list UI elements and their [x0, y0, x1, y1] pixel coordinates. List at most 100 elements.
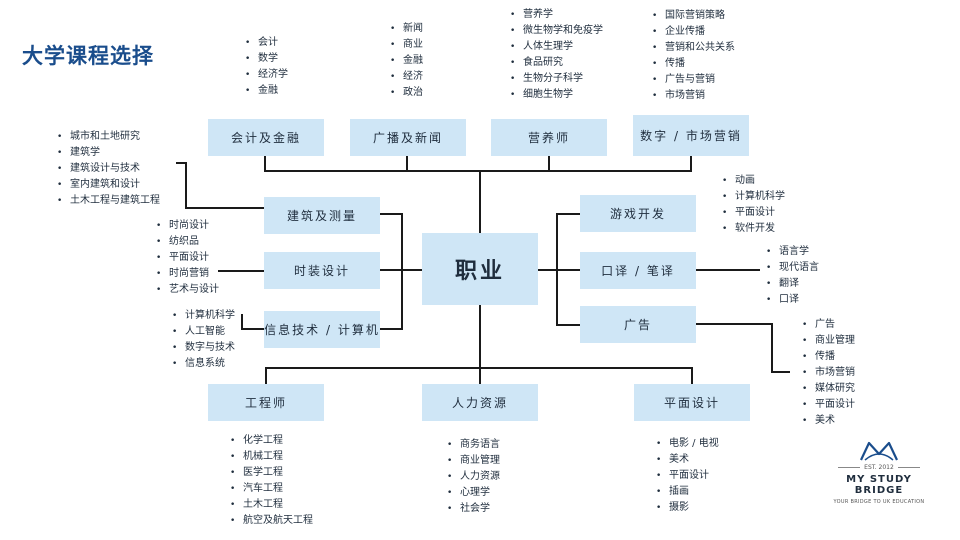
- list-item: 政治: [390, 85, 423, 101]
- box-engineer: 工程师: [208, 384, 324, 421]
- list-item: 微生物学和免疫学: [510, 23, 603, 39]
- list-broadcasting: 新闻商业金融经济政治: [390, 21, 423, 101]
- list-item: 商业管理: [447, 453, 500, 469]
- list-item: 营销和公共关系: [652, 40, 735, 56]
- list-item: 语言学: [766, 244, 819, 260]
- list-engineer: 化学工程机械工程医学工程汽车工程土木工程航空及航天工程: [230, 433, 313, 529]
- list-item: 医学工程: [230, 465, 313, 481]
- list-item: 商业管理: [802, 333, 855, 349]
- list-item: 传播: [652, 56, 735, 72]
- list-item: 人体生理学: [510, 39, 603, 55]
- list-item: 企业传播: [652, 24, 735, 40]
- list-item: 土木工程: [230, 497, 313, 513]
- page-title: 大学课程选择: [22, 44, 154, 68]
- list-item: 金融: [390, 53, 423, 69]
- list-item: 心理学: [447, 485, 500, 501]
- list-item: 时尚营销: [156, 266, 219, 282]
- list-item: 数学: [245, 51, 288, 67]
- list-digital-marketing: 国际营销策略企业传播营销和公共关系传播广告与营销市场营销: [652, 8, 735, 104]
- list-game: 动画计算机科学平面设计软件开发: [722, 173, 785, 237]
- list-fashion: 时尚设计纺织品平面设计时尚营销艺术与设计: [156, 218, 219, 298]
- list-item: 翻译: [766, 276, 819, 292]
- list-item: 化学工程: [230, 433, 313, 449]
- box-construction-surveying: 建筑及测量: [264, 197, 380, 234]
- list-item: 土木工程与建筑工程: [57, 193, 160, 209]
- list-item: 信息系统: [172, 356, 235, 372]
- list-it: 计算机科学人工智能数字与技术信息系统: [172, 308, 235, 372]
- list-item: 新闻: [390, 21, 423, 37]
- list-item: 建筑设计与技术: [57, 161, 160, 177]
- list-item: 美术: [656, 452, 719, 468]
- bridge-logo-icon: [860, 441, 898, 461]
- list-item: 媒体研究: [802, 381, 855, 397]
- list-translation: 语言学现代语言翻译口译: [766, 244, 819, 308]
- list-item: 会计: [245, 35, 288, 51]
- list-hr: 商务语言商业管理人力资源心理学社会学: [447, 437, 500, 517]
- box-interpreting-translation: 口译 / 笔译: [580, 252, 696, 289]
- box-nutritionist: 营养师: [491, 119, 607, 156]
- box-advertising: 广告: [580, 306, 696, 343]
- list-item: 航空及航天工程: [230, 513, 313, 529]
- list-item: 室内建筑和设计: [57, 177, 160, 193]
- list-accounting: 会计数学经济学金融: [245, 35, 288, 99]
- list-item: 广告与营销: [652, 72, 735, 88]
- list-item: 现代语言: [766, 260, 819, 276]
- list-item: 传播: [802, 349, 855, 365]
- list-item: 平面设计: [656, 468, 719, 484]
- list-item: 社会学: [447, 501, 500, 517]
- list-item: 商务语言: [447, 437, 500, 453]
- list-item: 人工智能: [172, 324, 235, 340]
- brand-logo: EST. 2012 MY STUDY BRIDGE YOUR BRIDGE TO…: [824, 440, 934, 505]
- box-graphic-design: 平面设计: [634, 384, 750, 421]
- list-item: 时尚设计: [156, 218, 219, 234]
- list-item: 计算机科学: [722, 189, 785, 205]
- list-item: 数字与技术: [172, 340, 235, 356]
- list-item: 计算机科学: [172, 308, 235, 324]
- list-item: 插画: [656, 484, 719, 500]
- list-item: 美术: [802, 413, 855, 429]
- list-item: 食品研究: [510, 55, 603, 71]
- list-item: 市场营销: [802, 365, 855, 381]
- list-item: 汽车工程: [230, 481, 313, 497]
- list-item: 机械工程: [230, 449, 313, 465]
- box-game-development: 游戏开发: [580, 195, 696, 232]
- list-item: 城市和土地研究: [57, 129, 160, 145]
- box-fashion-design: 时装设计: [264, 252, 380, 289]
- list-item: 软件开发: [722, 221, 785, 237]
- list-item: 营养学: [510, 7, 603, 23]
- list-item: 摄影: [656, 500, 719, 516]
- list-item: 市场营销: [652, 88, 735, 104]
- list-item: 细胞生物学: [510, 87, 603, 103]
- list-item: 平面设计: [802, 397, 855, 413]
- list-item: 平面设计: [722, 205, 785, 221]
- list-item: 建筑学: [57, 145, 160, 161]
- list-item: 人力资源: [447, 469, 500, 485]
- box-it-computing: 信息技术 / 计算机: [264, 311, 380, 348]
- list-item: 国际营销策略: [652, 8, 735, 24]
- list-item: 商业: [390, 37, 423, 53]
- list-item: 电影 / 电视: [656, 436, 719, 452]
- list-nutrition: 营养学微生物学和免疫学人体生理学食品研究生物分子科学细胞生物学: [510, 7, 603, 103]
- logo-brand-name: MY STUDY BRIDGE: [846, 474, 912, 496]
- box-accounting-finance: 会计及金融: [208, 119, 324, 156]
- list-item: 纺织品: [156, 234, 219, 250]
- list-item: 生物分子科学: [510, 71, 603, 87]
- box-digital-marketing: 数字 / 市场营销: [633, 115, 749, 156]
- list-item: 平面设计: [156, 250, 219, 266]
- list-item: 经济: [390, 69, 423, 85]
- list-graphic: 电影 / 电视美术平面设计插画摄影: [656, 436, 719, 516]
- logo-est-line: EST. 2012: [824, 464, 934, 471]
- list-advertising: 广告商业管理传播市场营销媒体研究平面设计美术: [802, 317, 855, 429]
- list-item: 广告: [802, 317, 855, 333]
- list-item: 艺术与设计: [156, 282, 219, 298]
- box-human-resources: 人力资源: [422, 384, 538, 421]
- list-construction: 城市和土地研究建筑学建筑设计与技术室内建筑和设计土木工程与建筑工程: [57, 129, 160, 209]
- list-item: 动画: [722, 173, 785, 189]
- list-item: 经济学: [245, 67, 288, 83]
- logo-est: EST. 2012: [864, 464, 894, 471]
- career-center-box: 职业: [422, 233, 538, 305]
- logo-tagline: YOUR BRIDGE TO UK EDUCATION: [833, 499, 925, 505]
- list-item: 口译: [766, 292, 819, 308]
